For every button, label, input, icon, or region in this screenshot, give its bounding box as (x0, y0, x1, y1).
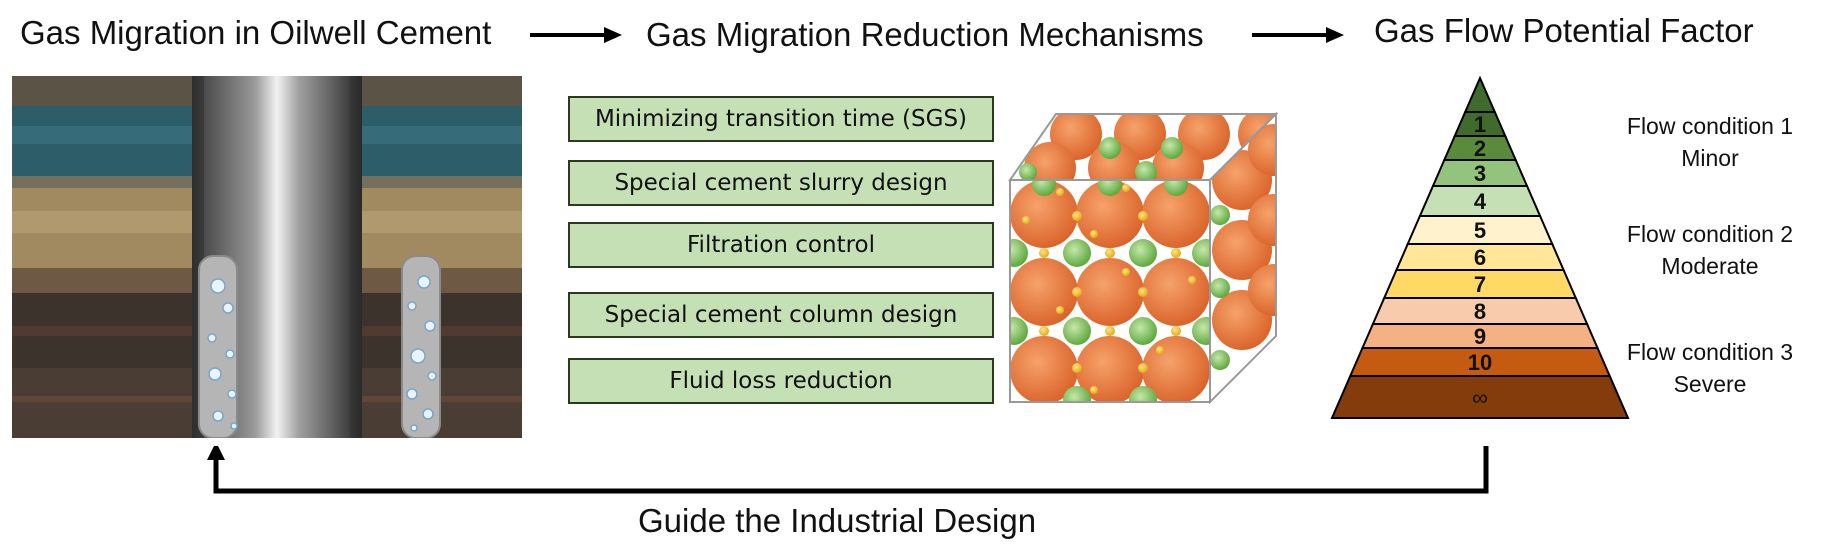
flow-condition-label: Flow condition 3 Severe (1600, 336, 1820, 400)
title-flow-potential-factor: Gas Flow Potential Factor (1374, 12, 1754, 49)
arrow-right-icon (1252, 27, 1344, 43)
pyramid-level-label: 2 (1474, 136, 1486, 161)
pyramid-level-label: 5 (1474, 218, 1486, 243)
pyramid-level-label: 4 (1474, 189, 1487, 214)
pyramid-level-label: 3 (1474, 161, 1486, 186)
flow-condition-title: Flow condition 3 (1626, 339, 1794, 365)
pyramid-level-label: 7 (1474, 272, 1486, 297)
wellbore-illustration (12, 76, 522, 438)
pyramid-level-label: 10 (1468, 350, 1492, 375)
flow-condition-severity: Severe (1673, 371, 1747, 397)
pyramid-level (1330, 375, 1630, 419)
title-reduction-mechanisms: Gas Migration Reduction Mechanisms (646, 16, 1204, 53)
flow-condition-title: Flow condition 2 (1626, 221, 1794, 247)
flow-condition-label: Flow condition 2 Moderate (1600, 218, 1820, 282)
feedback-arrow-icon (207, 446, 1489, 494)
flow-condition-label: Flow condition 1 Minor (1600, 110, 1820, 174)
flow-condition-severity: Minor (1681, 145, 1739, 171)
mechanism-box: Minimizing transition time (SGS) (568, 96, 994, 142)
pyramid-level-label: 1 (1474, 112, 1486, 137)
guide-industrial-design-label: Guide the Industrial Design (638, 502, 1037, 539)
pyramid-level-label: 9 (1474, 324, 1486, 349)
flow-condition-title: Flow condition 1 (1626, 113, 1794, 139)
mechanism-box: Fluid loss reduction (568, 358, 994, 404)
mechanism-box: Filtration control (568, 222, 994, 268)
pyramid-level-label: 6 (1474, 245, 1486, 270)
title-gas-migration: Gas Migration in Oilwell Cement (20, 14, 492, 51)
pyramid-level-label: ∞ (1472, 385, 1488, 410)
mechanism-box: Special cement column design (568, 292, 994, 338)
particle-packing-cube (1008, 111, 1279, 405)
arrow-right-icon (530, 27, 622, 43)
flow-condition-severity: Moderate (1661, 253, 1759, 279)
mechanism-box: Special cement slurry design (568, 160, 994, 206)
pyramid-level-label: 8 (1474, 299, 1486, 324)
pyramid-apex (1463, 76, 1497, 113)
